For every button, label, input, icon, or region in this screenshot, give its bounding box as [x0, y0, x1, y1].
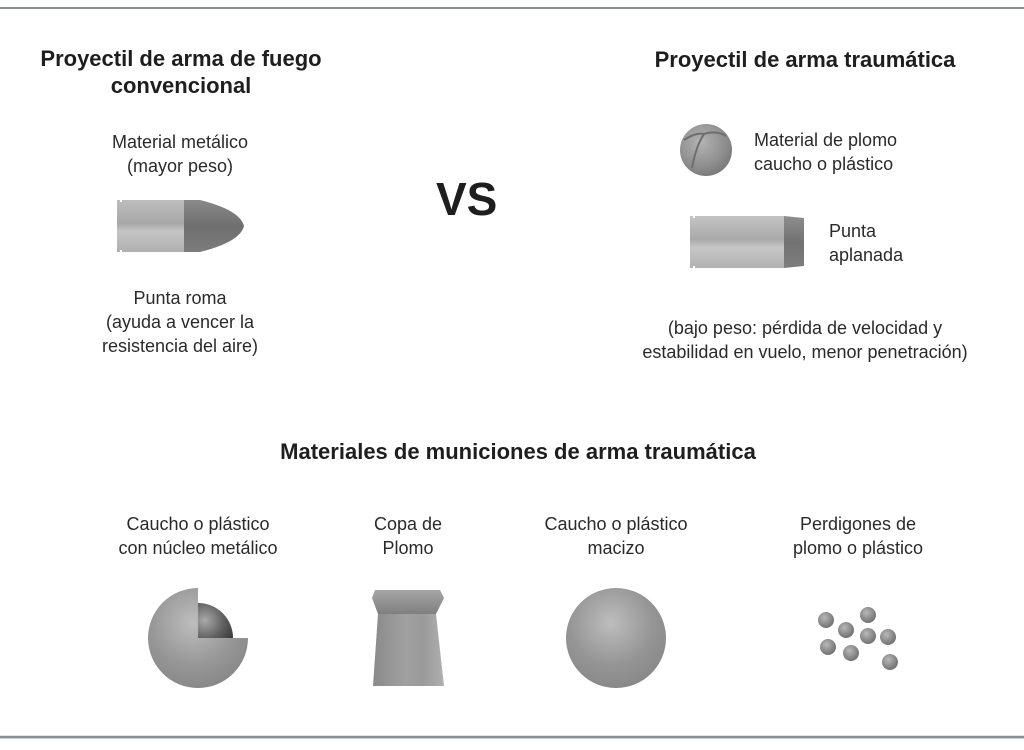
material-2-line-1: Copa de	[373, 514, 443, 534]
right-note-line-2: estabilidad en vuelo, menor penetración)	[642, 342, 968, 362]
material-item-label-3: Caucho o plástico macizo	[506, 512, 726, 560]
left-tip-line-3: resistencia del aire)	[101, 336, 259, 356]
materials-section-title: Materiales de municiones de arma traumát…	[280, 439, 756, 464]
left-panel-title: Proyectil de arma de fuego convencional	[0, 45, 362, 99]
left-tip-line-2: (ayuda a vencer la	[105, 312, 255, 332]
left-material-line-2: (mayor peso)	[126, 156, 234, 176]
right-tip-line-1: Punta	[829, 221, 877, 241]
right-material-label: Material de plomo caucho o plástico	[754, 128, 954, 176]
right-tip-line-2: aplanada	[829, 245, 904, 265]
flat-tip-bullet-icon	[690, 216, 804, 268]
top-border-rule	[0, 7, 1024, 9]
cutaway-sphere-core-icon	[148, 588, 248, 688]
right-tip-label: Punta aplanada	[829, 219, 949, 267]
lead-cup-pellet-icon	[372, 590, 444, 686]
right-material-line-1: Material de plomo	[754, 130, 898, 150]
right-note-line-1: (bajo peso: pérdida de velocidad y	[667, 318, 943, 338]
material-2-line-2: Plomo	[382, 538, 434, 558]
material-item-label-1: Caucho o plástico con núcleo metálico	[88, 512, 308, 560]
material-item-label-4: Perdigones de plomo o plástico	[748, 512, 968, 560]
shot-pellets-icon	[818, 607, 898, 670]
left-tip-label: Punta roma (ayuda a vencer la resistenci…	[60, 286, 300, 358]
bottom-border-rule	[0, 736, 1024, 738]
material-4-line-1: Perdigones de	[799, 514, 917, 534]
material-1-line-1: Caucho o plástico	[126, 514, 270, 534]
versus-label: VS	[436, 173, 498, 225]
pointed-bullet-icon	[117, 200, 244, 252]
material-item-label-2: Copa de Plomo	[338, 512, 478, 560]
right-panel-title: Proyectil de arma traumática	[654, 47, 956, 72]
right-note-label: (bajo peso: pérdida de velocidad y estab…	[596, 316, 1014, 364]
left-tip-line-1: Punta roma	[133, 288, 227, 308]
left-material-label: Material metálico (mayor peso)	[60, 130, 300, 178]
material-3-line-2: macizo	[587, 538, 645, 558]
right-material-line-2: caucho o plástico	[754, 154, 894, 174]
solid-sphere-icon	[566, 588, 666, 688]
ball-projectile-icon	[680, 124, 732, 176]
left-material-line-1: Material metálico	[111, 132, 249, 152]
material-1-line-2: con núcleo metálico	[118, 538, 278, 558]
left-title-line-2: convencional	[110, 73, 252, 98]
material-3-line-1: Caucho o plástico	[544, 514, 688, 534]
material-4-line-2: plomo o plástico	[792, 538, 924, 558]
left-title-line-1: Proyectil de arma de fuego	[40, 46, 322, 71]
